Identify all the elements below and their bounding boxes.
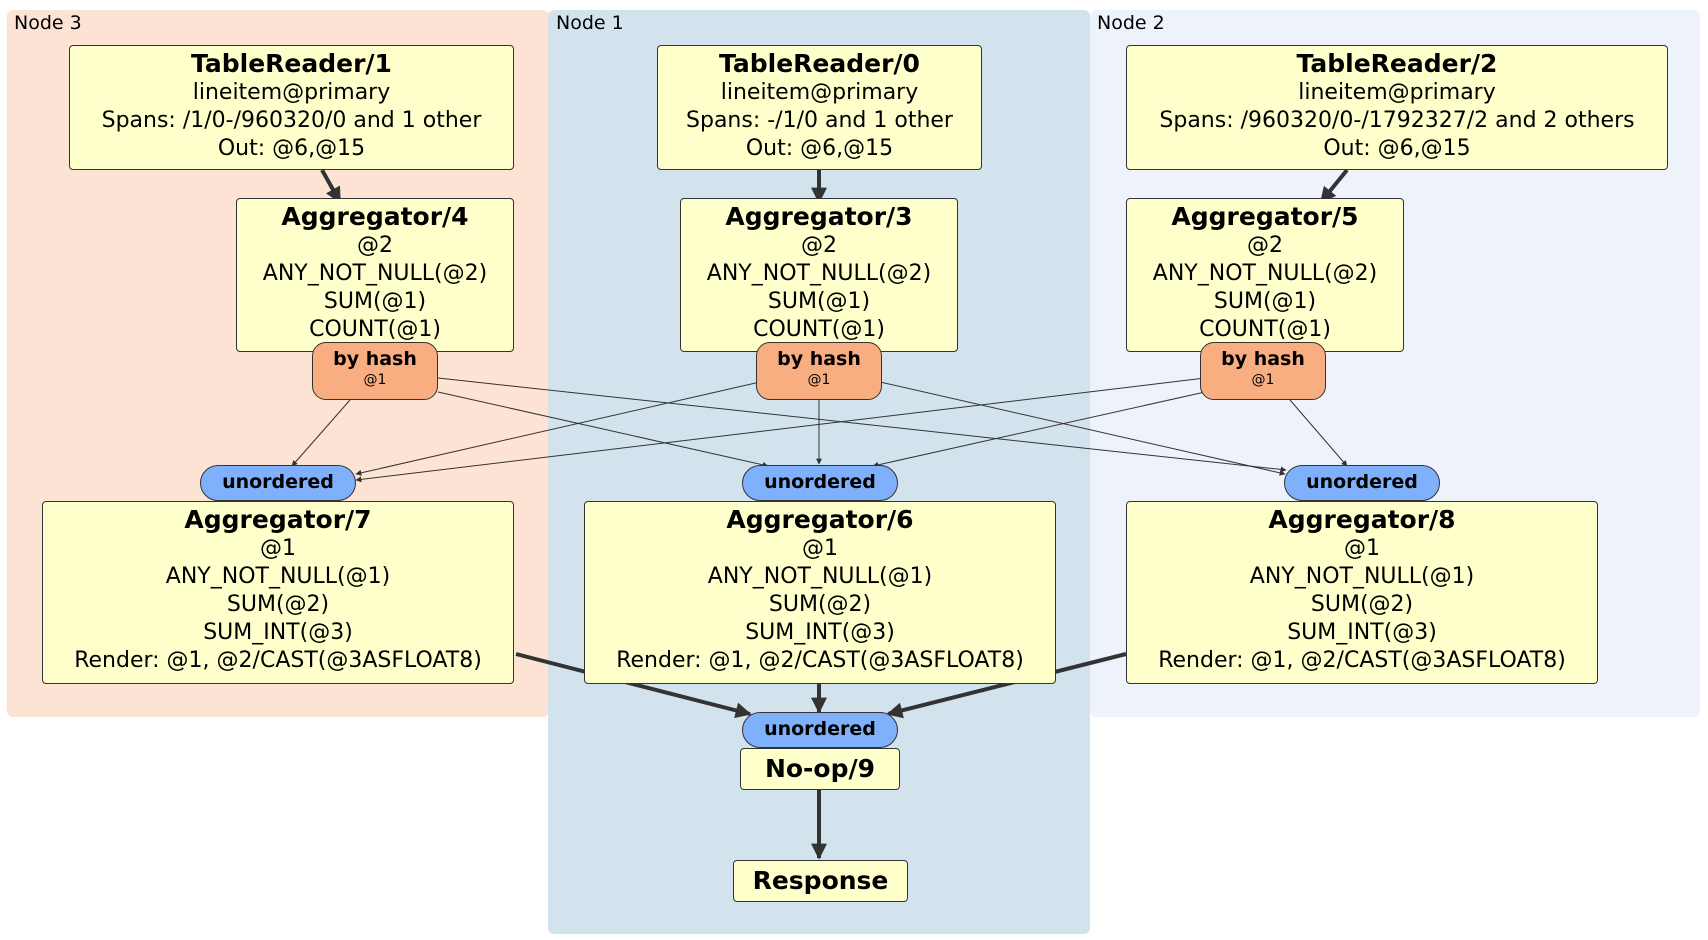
- aggregator-5-line: SUM(@1): [1213, 289, 1317, 314]
- aggregator-3-line: SUM(@1): [767, 289, 871, 314]
- edge-tr1-agg4: [320, 169, 342, 204]
- aggregator-6-line: SUM(@2): [768, 592, 872, 617]
- tablereader-2-box[interactable]: TableReader/2 lineitem@primary Spans: /9…: [1126, 45, 1668, 170]
- node1-label: Node 1: [556, 12, 624, 34]
- hash-router-3-column: @1: [807, 372, 831, 388]
- aggregator-8-box[interactable]: Aggregator/8 @1 ANY_NOT_NULL(@1) SUM(@2)…: [1126, 501, 1598, 684]
- aggregator-4-title: Aggregator/4: [281, 202, 469, 231]
- tablereader-1-line: Spans: /1/0-/960320/0 and 1 other: [101, 108, 482, 133]
- aggregator-7-line: Render: @1, @2/CAST(@3ASFLOAT8): [74, 648, 482, 673]
- tablereader-0-line: lineitem@primary: [720, 80, 919, 105]
- aggregator-3-title: Aggregator/3: [725, 202, 913, 231]
- aggregator-4-box[interactable]: Aggregator/4 @2 ANY_NOT_NULL(@2) SUM(@1)…: [236, 198, 514, 352]
- aggregator-7-line: @1: [260, 536, 296, 561]
- hash-router-4-column: @1: [363, 372, 387, 388]
- aggregator-3-box[interactable]: Aggregator/3 @2 ANY_NOT_NULL(@2) SUM(@1)…: [680, 198, 958, 352]
- aggregator-6-line: SUM_INT(@3): [745, 620, 895, 645]
- aggregator-4-line: ANY_NOT_NULL(@2): [262, 261, 488, 286]
- aggregator-7-line: SUM(@2): [226, 592, 330, 617]
- tablereader-1-title: TableReader/1: [191, 49, 392, 78]
- aggregator-5-line: @2: [1247, 233, 1283, 258]
- edge-h4-u7: [291, 399, 351, 467]
- aggregator-3-line: @2: [801, 233, 837, 258]
- edge-tr2-agg5: [1319, 168, 1349, 204]
- hash-router-3[interactable]: by hash @1: [756, 342, 882, 400]
- hash-router-5-title: by hash: [1221, 348, 1305, 370]
- tablereader-2-line: Spans: /960320/0-/1792327/2 and 2 others: [1159, 108, 1635, 133]
- aggregator-3-line: COUNT(@1): [753, 317, 885, 342]
- hash-router-5-column: @1: [1251, 372, 1275, 388]
- aggregator-8-line: SUM_INT(@3): [1287, 620, 1437, 645]
- aggregator-5-line: ANY_NOT_NULL(@2): [1152, 261, 1378, 286]
- aggregator-8-title: Aggregator/8: [1268, 505, 1456, 534]
- tablereader-0-line: Spans: -/1/0 and 1 other: [686, 108, 953, 133]
- edge-h5-u8: [1289, 399, 1348, 467]
- aggregator-7-box[interactable]: Aggregator/7 @1 ANY_NOT_NULL(@1) SUM(@2)…: [42, 501, 514, 684]
- aggregator-7-title: Aggregator/7: [184, 505, 372, 534]
- tablereader-0-title: TableReader/0: [719, 49, 920, 78]
- synchronizer-unordered-6[interactable]: unordered: [742, 465, 898, 501]
- tablereader-1-line: Out: @6,@15: [217, 136, 366, 161]
- aggregator-8-line: SUM(@2): [1310, 592, 1414, 617]
- tablereader-0-box[interactable]: TableReader/0 lineitem@primary Spans: -/…: [657, 45, 982, 170]
- aggregator-6-line: Render: @1, @2/CAST(@3ASFLOAT8): [616, 648, 1024, 673]
- tablereader-2-title: TableReader/2: [1296, 49, 1498, 78]
- response-box[interactable]: Response: [733, 860, 908, 902]
- edge-agg7-u9: [515, 652, 752, 719]
- aggregator-6-line: @1: [802, 536, 838, 561]
- synchronizer-unordered-8[interactable]: unordered: [1284, 465, 1440, 501]
- edge-h5-u6: [872, 391, 1206, 468]
- synchronizer-unordered-7[interactable]: unordered: [200, 465, 356, 501]
- aggregator-8-line: ANY_NOT_NULL(@1): [1249, 564, 1475, 589]
- aggregator-6-title: Aggregator/6: [726, 505, 914, 534]
- aggregator-6-box[interactable]: Aggregator/6 @1 ANY_NOT_NULL(@1) SUM(@2)…: [584, 501, 1056, 684]
- aggregator-6-line: ANY_NOT_NULL(@1): [707, 564, 933, 589]
- edge-h4-u6: [437, 391, 769, 468]
- edge-agg8-u9: [886, 652, 1127, 719]
- tablereader-2-line: Out: @6,@15: [1323, 136, 1471, 161]
- aggregator-3-line: ANY_NOT_NULL(@2): [706, 261, 932, 286]
- aggregator-4-line: COUNT(@1): [309, 317, 441, 342]
- aggregator-4-line: SUM(@1): [323, 289, 427, 314]
- aggregator-5-line: COUNT(@1): [1199, 317, 1331, 342]
- hash-router-4[interactable]: by hash @1: [312, 342, 438, 400]
- aggregator-7-line: ANY_NOT_NULL(@1): [165, 564, 391, 589]
- hash-router-4-title: by hash: [333, 348, 417, 370]
- tablereader-0-line: Out: @6,@15: [745, 136, 894, 161]
- edge-h3-u7: [355, 381, 761, 476]
- edge-h4-u8: [437, 377, 1287, 473]
- node3-label: Node 3: [14, 12, 82, 34]
- synchronizer-unordered-9[interactable]: unordered: [742, 712, 898, 748]
- aggregator-5-box[interactable]: Aggregator/5 @2 ANY_NOT_NULL(@2) SUM(@1)…: [1126, 198, 1404, 352]
- aggregator-8-line: Render: @1, @2/CAST(@3ASFLOAT8): [1158, 648, 1566, 673]
- aggregator-5-title: Aggregator/5: [1171, 202, 1359, 231]
- tablereader-2-line: lineitem@primary: [1298, 80, 1496, 105]
- hash-router-5[interactable]: by hash @1: [1200, 342, 1326, 400]
- edge-h3-u8: [879, 381, 1286, 476]
- edge-h5-u7: [355, 377, 1206, 483]
- tablereader-1-line: lineitem@primary: [192, 80, 391, 105]
- hash-router-3-title: by hash: [777, 348, 861, 370]
- aggregator-7-line: SUM_INT(@3): [203, 620, 353, 645]
- aggregator-8-line: @1: [1344, 536, 1380, 561]
- aggregator-4-line: @2: [357, 233, 393, 258]
- tablereader-1-box[interactable]: TableReader/1 lineitem@primary Spans: /1…: [69, 45, 514, 170]
- noop-9-box[interactable]: No-op/9: [740, 748, 900, 790]
- node2-label: Node 2: [1097, 12, 1165, 34]
